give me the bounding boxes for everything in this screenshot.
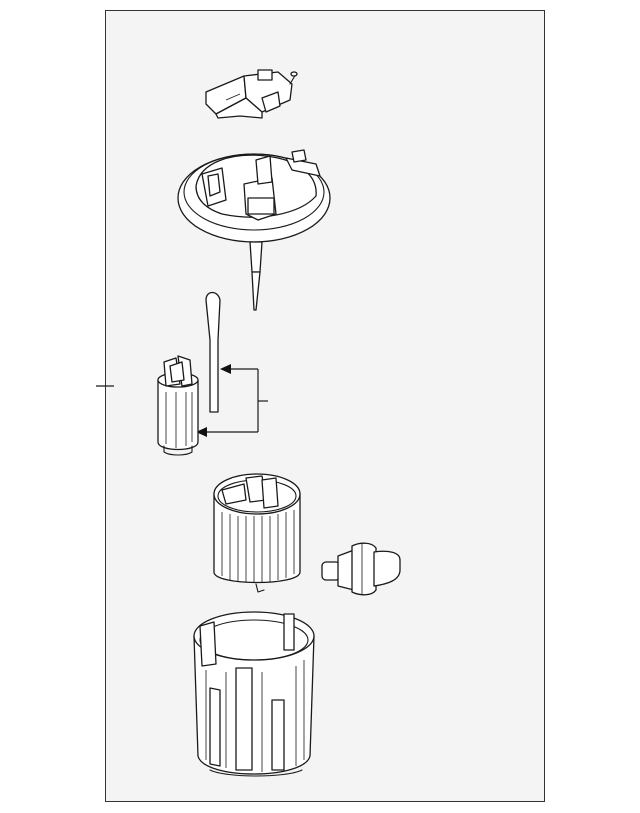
fuel-filter <box>213 473 301 593</box>
reservoir-bucket <box>193 611 315 777</box>
fuel-return-tube <box>205 291 221 413</box>
fuel-pump-motor <box>157 355 199 456</box>
bracket-leader <box>196 364 268 437</box>
pump-flange <box>177 149 331 311</box>
electrical-connector <box>205 69 298 119</box>
pressure-regulator <box>321 542 401 596</box>
